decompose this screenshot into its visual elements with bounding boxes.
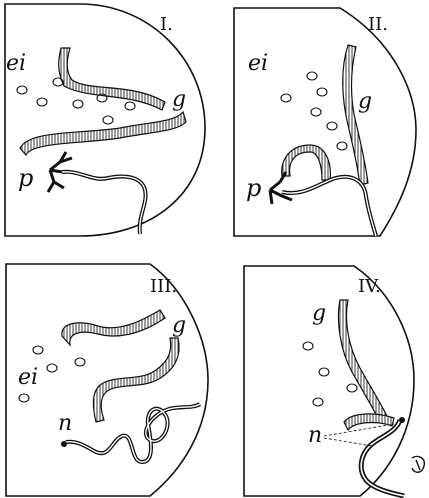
panel-2-funnel [270, 172, 292, 204]
panel-3-duct-end [61, 441, 67, 447]
panel-1-label-g: g [172, 87, 186, 112]
panel-3-label-g: g [172, 313, 186, 338]
panel-1-duct-inner [62, 172, 146, 234]
panel-3-upper-gut [62, 310, 165, 345]
panel-4-upper-gut [339, 300, 389, 422]
panel-2: II. ei g p [234, 8, 416, 236]
panel-4-label-g: g [312, 301, 326, 326]
panel-2-lower-gut [282, 145, 331, 180]
panel-2-upper-gut [343, 45, 368, 185]
panel-1-numeral: I. [160, 14, 173, 35]
panel-4-numeral: IV. [358, 276, 381, 297]
panel-1-label-ei: ei [6, 51, 26, 76]
panel-3-label-n: n [58, 411, 72, 436]
panel-2-numeral: II. [368, 14, 388, 35]
panel-2-label-p: p [246, 174, 261, 202]
panel-4-duct [361, 420, 404, 496]
panel-3-duct [66, 404, 200, 462]
panel-3-numeral: III. [150, 276, 177, 297]
panel-3: III. ei g n [6, 264, 208, 496]
panel-4-outline [244, 266, 414, 496]
panel-3-label-ei: ei [18, 365, 38, 390]
panel-2-label-ei: ei [248, 51, 268, 76]
panel-4-lower-gut [344, 414, 394, 430]
panel-1-label-p: p [18, 164, 33, 192]
panel-4-edge-stub [412, 456, 424, 472]
panel-4: IV. g n [244, 266, 424, 496]
panel-1-duct [62, 172, 146, 234]
panel-4-duct-end [399, 417, 405, 423]
panel-2-duct-inner [282, 177, 376, 236]
panel-2-label-g: g [358, 89, 372, 114]
panel-1: I. ei g p [5, 4, 205, 236]
panel-2-egg-cells [281, 72, 347, 150]
panel-4-label-n: n [308, 423, 322, 448]
